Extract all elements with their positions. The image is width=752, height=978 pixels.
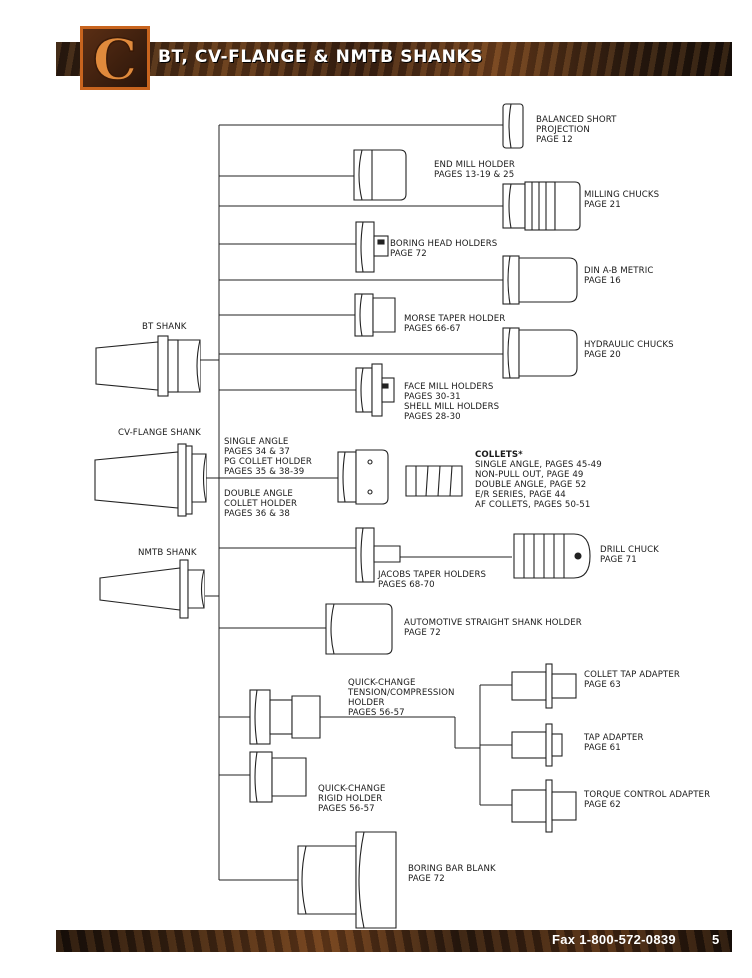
quick-change-tension-holder-icon bbox=[249, 689, 321, 745]
end-mill-holder-icon bbox=[353, 149, 407, 201]
page-number: 5 bbox=[712, 932, 720, 947]
tap-adapter-icon bbox=[511, 723, 563, 767]
jacobs-taper-holder-icon bbox=[355, 527, 401, 583]
nmtb-shank-label: NMTB SHANK bbox=[138, 548, 197, 558]
cv-flange-shank-icon bbox=[94, 443, 207, 517]
collet-icon bbox=[405, 465, 463, 497]
cv-flange-shank-label: CV-FLANGE SHANK bbox=[118, 428, 201, 438]
header-band bbox=[56, 42, 732, 76]
automotive-shank-holder-icon bbox=[325, 603, 393, 655]
drill-chuck-icon bbox=[513, 533, 591, 579]
bt-shank-label: BT SHANK bbox=[142, 322, 187, 332]
bt-shank-icon bbox=[95, 335, 201, 397]
torque-control-adapter-icon bbox=[511, 779, 577, 833]
page-title: BT, CV-FLANGE & NMTB SHANKS bbox=[158, 47, 484, 67]
milling-chuck-icon bbox=[502, 181, 581, 231]
balanced-holder-icon bbox=[502, 103, 524, 149]
boring-bar-blank-icon bbox=[297, 831, 397, 929]
nmtb-shank-icon bbox=[99, 559, 205, 619]
boring-head-holder-icon bbox=[355, 221, 389, 273]
quick-change-rigid-holder-icon bbox=[249, 751, 307, 803]
fax-number: Fax 1-800-572-0839 bbox=[552, 932, 676, 947]
footer-band bbox=[56, 930, 732, 952]
collet-tap-adapter-icon bbox=[511, 663, 577, 709]
hydraulic-chuck-icon bbox=[502, 327, 578, 379]
collet-holder-icon bbox=[337, 449, 389, 505]
din-holder-icon bbox=[502, 255, 578, 305]
face-mill-holder-icon bbox=[355, 363, 395, 417]
morse-taper-holder-icon bbox=[354, 293, 396, 337]
logo-letter: C bbox=[93, 29, 138, 87]
company-logo: C bbox=[80, 26, 150, 90]
